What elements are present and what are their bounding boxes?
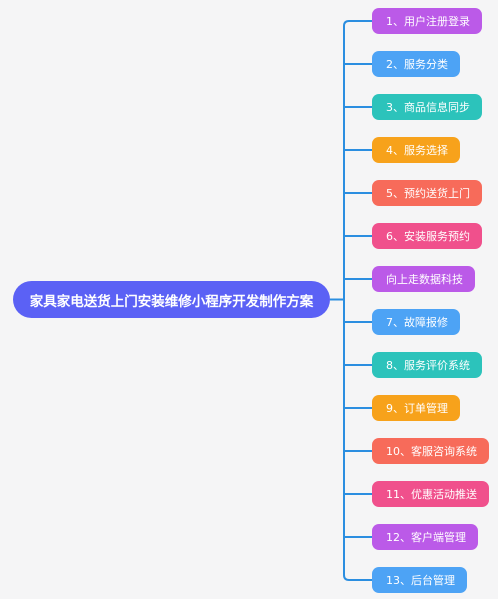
root-topic[interactable]: 家具家电送货上门安装维修小程序开发制作方案 — [13, 281, 330, 318]
node-service-selection[interactable]: 4、服务选择 — [372, 137, 460, 163]
node-delivery-booking[interactable]: 5、预约送货上门 — [372, 180, 482, 206]
node-user-register-login[interactable]: 1、用户注册登录 — [372, 8, 482, 34]
node-promotion-push[interactable]: 11、优惠活动推送 — [372, 481, 489, 507]
node-service-review[interactable]: 8、服务评价系统 — [372, 352, 482, 378]
connector-branch — [343, 20, 372, 27]
node-client-management[interactable]: 12、客户端管理 — [372, 524, 478, 550]
node-repair-report[interactable]: 7、故障报修 — [372, 309, 460, 335]
connector-branch — [343, 574, 372, 581]
node-product-info-sync[interactable]: 3、商品信息同步 — [372, 94, 482, 120]
node-customer-service[interactable]: 10、客服咨询系统 — [372, 438, 489, 464]
node-install-booking[interactable]: 6、安装服务预约 — [372, 223, 482, 249]
node-backend-management[interactable]: 13、后台管理 — [372, 567, 467, 593]
node-company-name[interactable]: 向上走数据科技 — [372, 266, 475, 292]
node-service-category[interactable]: 2、服务分类 — [372, 51, 460, 77]
node-order-management[interactable]: 9、订单管理 — [372, 395, 460, 421]
